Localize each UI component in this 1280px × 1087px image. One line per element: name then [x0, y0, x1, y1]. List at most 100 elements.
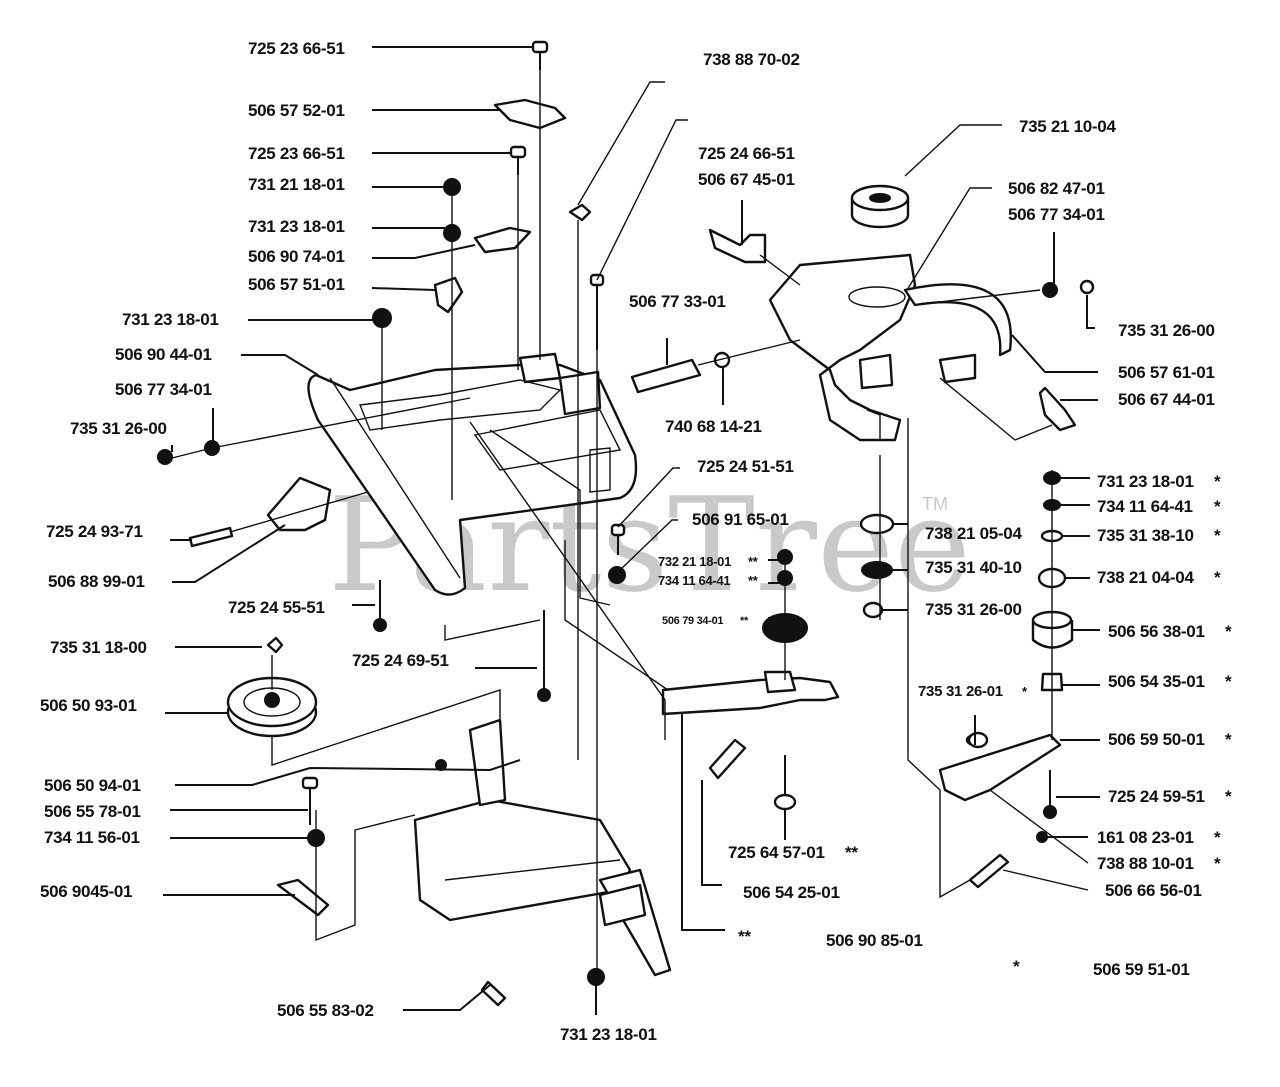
callout-label[interactable]: 735 31 26-01 [918, 683, 1003, 700]
lever-arm-part [661, 670, 840, 716]
callout-label[interactable]: 735 31 38-10 [1097, 526, 1194, 545]
callout-label[interactable]: 725 24 51-51 [697, 457, 794, 476]
callout-mark: * [1214, 854, 1221, 873]
callout-label[interactable]: 725 23 66-51 [248, 144, 345, 163]
callout-label[interactable]: 506 54 25-01 [743, 883, 840, 902]
callout-mark: ** [845, 843, 858, 862]
callout-labels: 725 23 66-51 506 57 52-01 725 23 66-51 7… [40, 39, 1232, 1044]
callout-label[interactable]: 731 23 18-01 [248, 217, 345, 236]
callout-label[interactable]: 731 23 18-01 [1097, 472, 1194, 491]
callout-label-group: 161 08 23-01 * [1097, 828, 1221, 847]
callout-label[interactable]: 725 24 59-51 [1108, 787, 1205, 806]
callout-label-group: 735 31 26-01 * [918, 683, 1028, 700]
callout-label[interactable]: 734 11 64-41 [658, 573, 731, 588]
callout-mark: ** [740, 615, 749, 627]
callout-label[interactable]: 506 66 56-01 [1105, 881, 1202, 900]
callout-label[interactable]: 731 23 18-01 [560, 1025, 657, 1044]
callout-label-group: 732 21 18-01 ** [658, 554, 759, 569]
callout-label[interactable]: 738 88 70-02 [703, 50, 800, 69]
housing-part [307, 352, 638, 596]
callout-label[interactable]: 506 82 47-01 [1008, 179, 1105, 198]
link-arm-part [938, 733, 1062, 802]
callout-label-group: 734 11 64-41 * [1097, 497, 1221, 516]
callout-mark: * [1225, 672, 1232, 691]
callout-label[interactable]: 725 24 93-71 [46, 522, 143, 541]
callout-label[interactable]: 725 23 66-51 [248, 39, 345, 58]
callout-label-group: 735 31 38-10 * [1097, 526, 1221, 545]
callout-label[interactable]: 506 67 45-01 [698, 170, 795, 189]
callout-label-group: 506 79 34-01 ** [662, 615, 749, 627]
callout-label[interactable]: 506 57 61-01 [1118, 363, 1215, 382]
footnote-part-number[interactable]: 506 59 51-01 [1093, 960, 1190, 979]
callout-label[interactable]: 506 67 44-01 [1118, 390, 1215, 409]
clip-part [433, 276, 464, 314]
callout-label-group: 734 11 64-41 ** [658, 573, 759, 588]
callout-label[interactable]: 506 54 35-01 [1108, 672, 1205, 691]
callout-label[interactable]: 735 31 26-00 [925, 600, 1022, 619]
callout-label[interactable]: 725 24 66-51 [698, 144, 795, 163]
trademark-mark: TM [922, 494, 948, 514]
callout-label[interactable]: 506 90 74-01 [248, 247, 345, 266]
spring-part [708, 738, 747, 780]
callout-label[interactable]: 734 11 56-01 [44, 828, 140, 847]
callout-label[interactable]: 506 59 50-01 [1108, 730, 1205, 749]
callout-mark: * [1214, 472, 1221, 491]
callout-label[interactable]: 725 24 69-51 [352, 651, 449, 670]
leader-lines [163, 46, 1100, 1015]
callout-label[interactable]: 735 31 26-00 [70, 419, 167, 438]
pin-part [630, 358, 702, 394]
callout-label[interactable]: 506 91 65-01 [692, 510, 789, 529]
callout-label[interactable]: 506 50 93-01 [40, 696, 137, 715]
pulley-part [226, 676, 318, 738]
callout-label-group: 506 54 35-01 * [1108, 672, 1232, 691]
callout-label[interactable]: 506 56 38-01 [1108, 622, 1205, 641]
clip-part [493, 98, 567, 130]
callout-mark: * [1214, 497, 1221, 516]
callout-label[interactable]: 506 90 85-01 [826, 931, 923, 950]
callout-label[interactable]: 725 24 55-51 [228, 598, 325, 617]
callout-label-group: 725 64 57-01 ** [728, 843, 859, 862]
callout-label[interactable]: 735 21 10-04 [1019, 117, 1117, 136]
callout-label[interactable]: 734 11 64-41 [1097, 497, 1193, 516]
callout-label-group: 731 23 18-01 * [1097, 472, 1221, 491]
callout-label-group: 506 59 50-01 * [1108, 730, 1232, 749]
callout-mark: * [1225, 787, 1232, 806]
callout-label[interactable]: 506 90 44-01 [115, 345, 212, 364]
callout-label-group: 738 88 10-01 * [1097, 854, 1221, 873]
callout-label[interactable]: 506 88 99-01 [48, 572, 145, 591]
callout-label[interactable]: 506 77 33-01 [629, 292, 726, 311]
callout-mark: * [1022, 684, 1028, 699]
footnote: * 506 59 51-01 [1013, 957, 1190, 979]
callout-label[interactable]: 506 9045-01 [40, 882, 132, 901]
callout-label[interactable]: 161 08 23-01 [1097, 828, 1194, 847]
callout-label[interactable]: 731 21 18-01 [248, 175, 345, 194]
callout-label[interactable]: 506 55 83-02 [277, 1001, 374, 1020]
callout-mark: * [1214, 526, 1221, 545]
callout-mark: * [1225, 730, 1232, 749]
callout-label[interactable]: 506 57 52-01 [248, 101, 345, 120]
callout-mark: ** [748, 573, 759, 588]
callout-label[interactable]: 738 21 05-04 [925, 524, 1023, 543]
callout-label[interactable]: 725 64 57-01 [728, 843, 825, 862]
bolts [301, 40, 1057, 825]
callout-label[interactable]: 506 77 34-01 [115, 380, 212, 399]
footnote-mark: * [1013, 957, 1020, 976]
callout-label[interactable]: 506 55 78-01 [44, 802, 141, 821]
callout-mark: * [1214, 568, 1221, 587]
callout-mark: ** [738, 927, 751, 946]
callout-label[interactable]: 506 57 51-01 [248, 275, 345, 294]
callout-label[interactable]: 735 31 26-00 [1118, 321, 1215, 340]
callout-label[interactable]: 506 77 34-01 [1008, 205, 1105, 224]
callout-label[interactable]: 738 21 04-04 [1097, 568, 1195, 587]
callout-label-group: 725 24 59-51 * [1108, 787, 1232, 806]
callout-label[interactable]: 735 31 18-00 [50, 638, 147, 657]
callout-label[interactable]: 506 50 94-01 [44, 776, 141, 795]
callout-label[interactable]: 732 21 18-01 [658, 554, 731, 569]
clip-part [473, 226, 532, 254]
callout-label[interactable]: 740 68 14-21 [665, 417, 762, 436]
callout-mark: ** [748, 554, 759, 569]
callout-label[interactable]: 731 23 18-01 [122, 310, 219, 329]
callout-label[interactable]: 738 88 10-01 [1097, 854, 1194, 873]
callout-label[interactable]: 506 79 34-01 [662, 615, 724, 627]
callout-label[interactable]: 735 31 40-10 [925, 558, 1022, 577]
